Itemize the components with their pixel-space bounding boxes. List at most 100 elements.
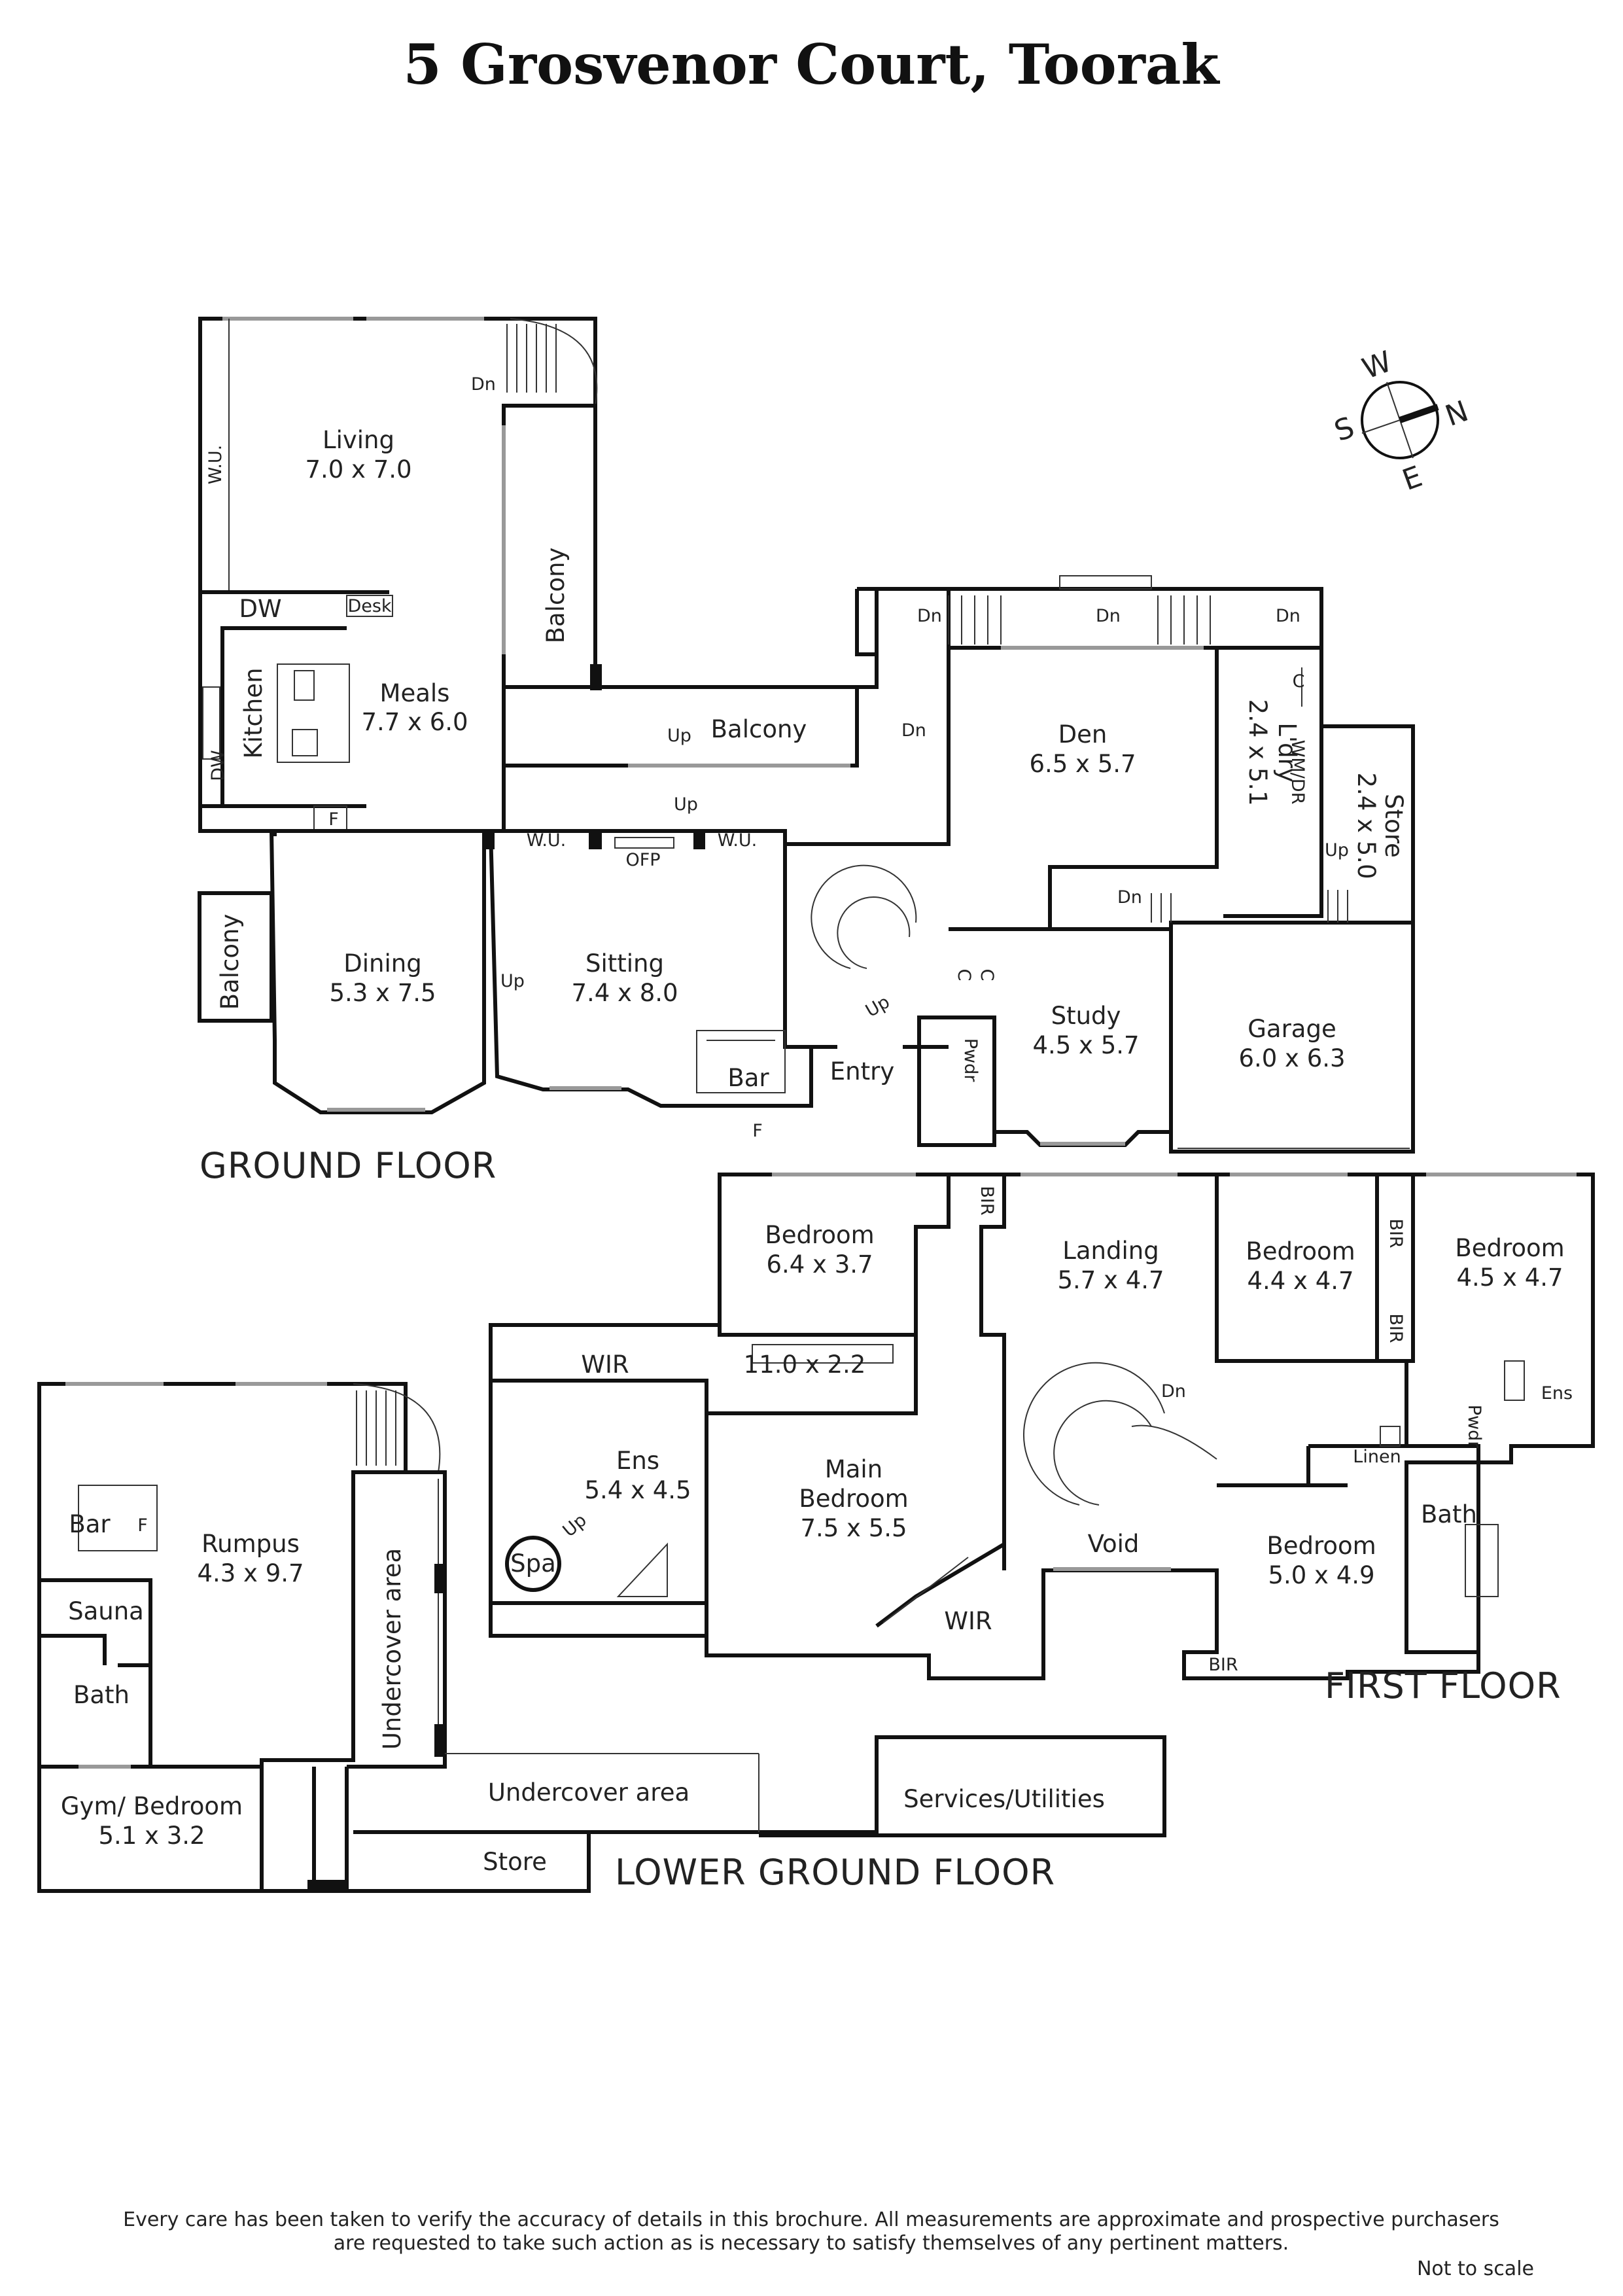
wir-main-name: WIR (581, 1351, 629, 1379)
wir-main-size: 11.0 x 2.2 (744, 1351, 866, 1379)
sitting-size: 7.4 x 8.0 (571, 979, 678, 1007)
bath-label: Bath (1421, 1500, 1477, 1528)
sitting-name: Sitting (585, 949, 664, 978)
stairs-entry (948, 595, 1211, 645)
bedroom-c-name: Bedroom (1455, 1234, 1564, 1262)
laundry-name: L'dry (1273, 722, 1301, 782)
study-name: Study (1051, 1002, 1121, 1030)
first-floor-plan (489, 1173, 1595, 1680)
gym-size: 5.1 x 3.2 (98, 1822, 205, 1850)
spa-label: Spa (510, 1549, 556, 1578)
bedroom-a-size: 6.4 x 3.7 (766, 1250, 873, 1279)
lower-ground-floor-plan (37, 1382, 1166, 1893)
bir-label-1: BIR (977, 1186, 997, 1215)
compass-e: E (1398, 460, 1427, 497)
bedroom-d-name: Bedroom (1266, 1532, 1376, 1560)
c-label-3: C (977, 969, 997, 981)
linen-label: Linen (1353, 1447, 1401, 1467)
undercover-h-label: Undercover area (488, 1778, 689, 1807)
main-bedroom-name2: Bedroom (799, 1485, 908, 1513)
gym-name: Gym/ Bedroom (61, 1792, 243, 1820)
den-size: 6.5 x 5.7 (1029, 750, 1136, 778)
balcony-side-label: Balcony (542, 548, 570, 644)
sauna-label: Sauna (68, 1597, 144, 1625)
balcony-mid-label: Balcony (711, 715, 807, 743)
lower-floor-heading: LOWER GROUND FLOOR (615, 1852, 1055, 1893)
disclaimer-line-2: are requested to take such action as is … (334, 2232, 1289, 2255)
not-to-scale: Not to scale (1417, 2257, 1534, 2280)
stairs-garage (1151, 890, 1348, 923)
dining-name: Dining (343, 949, 421, 978)
f-label-2: F (752, 1121, 763, 1141)
up-label-4: Up (862, 992, 893, 1021)
first-floor-heading: FIRST FLOOR (1325, 1665, 1562, 1706)
bir-label-4: BIR (1208, 1655, 1238, 1675)
ground-floor-heading: GROUND FLOOR (200, 1145, 497, 1186)
dn-label-4: Dn (1276, 606, 1300, 626)
main-bedroom-size: 7.5 x 5.5 (800, 1514, 907, 1542)
living-size: 7.0 x 7.0 (305, 455, 411, 484)
bedroom-b-name: Bedroom (1246, 1237, 1355, 1265)
garage-name: Garage (1248, 1015, 1336, 1043)
disclaimer-line-1: Every care has been taken to verify the … (123, 2208, 1499, 2231)
c-label-1: C (1293, 671, 1305, 692)
pwdr-label-first: Pwdr (1464, 1405, 1484, 1449)
dn-label-1: Dn (471, 374, 496, 395)
wmdr-label: WM/DR (1287, 740, 1308, 805)
wu-label-2: W.U. (527, 830, 567, 851)
bedroom-d-size: 5.0 x 4.9 (1268, 1561, 1374, 1589)
up-label-5: Up (1325, 840, 1349, 860)
kitchen-label: Kitchen (239, 667, 268, 758)
laundry-size: 2.4 x 5.1 (1244, 699, 1272, 805)
meals-name: Meals (380, 679, 450, 707)
page-title: 5 Grosvenor Court, Toorak (403, 32, 1220, 97)
wu-label-3: W.U. (718, 830, 758, 851)
den-name: Den (1058, 720, 1108, 749)
ens-main-size: 5.4 x 4.5 (584, 1476, 691, 1504)
dn-label-2: Dn (917, 606, 942, 626)
lower-f-label: F (137, 1515, 148, 1536)
compass-n: N (1441, 395, 1473, 433)
study-size: 4.5 x 5.7 (1032, 1031, 1139, 1059)
living-name: Living (323, 426, 394, 454)
undercover-v-label: Undercover area (378, 1548, 406, 1750)
dw-label-1: DW (239, 595, 281, 623)
dw-label-2: DW (208, 750, 228, 781)
main-bedroom-name: Main (825, 1455, 882, 1483)
services-label: Services/Utilities (903, 1785, 1105, 1813)
wu-label-1: W.U. (205, 445, 226, 485)
lower-bath-label: Bath (73, 1681, 130, 1709)
compass-w: W (1358, 345, 1396, 386)
desk-label: Desk (347, 596, 391, 616)
up-label-1: Up (667, 726, 691, 746)
compass-icon: W N S E (1330, 345, 1473, 497)
ground-floor-plan (198, 317, 1415, 1154)
dn-label-void: Dn (1161, 1381, 1186, 1402)
store-size: 2.4 x 5.0 (1352, 772, 1380, 879)
bedroom-c-size: 4.5 x 4.7 (1456, 1263, 1563, 1292)
pwdr-label: Pwdr (960, 1038, 981, 1083)
wir-label: WIR (944, 1607, 992, 1635)
up-label-2: Up (674, 794, 698, 815)
compass-s: S (1330, 411, 1359, 448)
bar-label: Bar (727, 1064, 769, 1092)
c-label-2: C (954, 969, 974, 981)
rumpus-size: 4.3 x 9.7 (197, 1559, 304, 1587)
meals-size: 7.7 x 6.0 (361, 708, 468, 736)
balcony-left-label: Balcony (216, 914, 244, 1010)
lower-bar-label: Bar (69, 1510, 111, 1538)
up-label-ens: Up (559, 1510, 591, 1541)
store-name: Store (1380, 794, 1408, 858)
rumpus-name: Rumpus (201, 1530, 300, 1558)
lower-store-label: Store (483, 1848, 547, 1876)
void-label: Void (1088, 1530, 1140, 1558)
dn-label-5: Dn (901, 720, 926, 741)
landing-name: Landing (1062, 1237, 1159, 1265)
ofp-label: OFP (625, 850, 660, 870)
bedroom-b-size: 4.4 x 4.7 (1247, 1267, 1353, 1295)
garage-size: 6.0 x 6.3 (1238, 1044, 1345, 1072)
entry-label: Entry (830, 1057, 894, 1086)
landing-size: 5.7 x 4.7 (1057, 1266, 1164, 1294)
ens-main-name: Ens (616, 1447, 659, 1475)
